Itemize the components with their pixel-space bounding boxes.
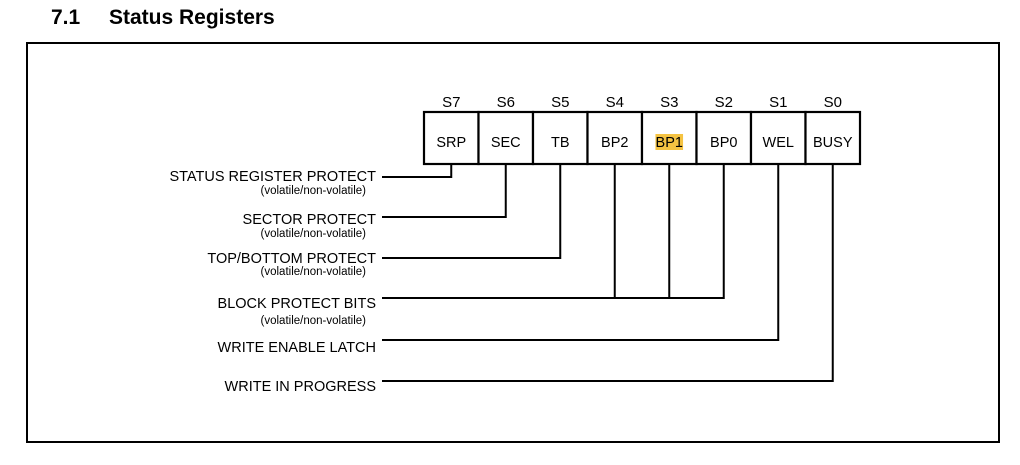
label-subtext: (volatile/non-volatile) — [261, 266, 367, 278]
label-write-in-progress: WRITE IN PROGRESS — [225, 379, 376, 395]
label-text: WRITE IN PROGRESS — [225, 379, 376, 395]
bit-number: S2 — [715, 94, 733, 111]
bit-number: S0 — [824, 94, 842, 111]
label-text: SECTOR PROTECT — [243, 212, 377, 228]
bit-number: S5 — [551, 94, 569, 111]
label-subtext: (volatile/non-volatile) — [261, 185, 367, 197]
connector-write-enable-latch — [382, 164, 780, 341]
label-block-protect-bits: BLOCK PROTECT BITS (volatile/non-volatile… — [218, 296, 376, 327]
connector-top-bottom-protect — [382, 164, 562, 259]
diagram-frame — [26, 42, 1000, 443]
bit-name: BP2 — [601, 135, 628, 151]
bit-number: S6 — [497, 94, 515, 111]
bit-number: S3 — [660, 94, 678, 111]
connector-lines — [382, 164, 834, 382]
section-heading: 7.1 Status Registers — [51, 6, 275, 30]
bit-name: TB — [551, 135, 570, 151]
connector-sector-protect — [382, 164, 507, 218]
label-write-enable-latch: WRITE ENABLE LATCH — [218, 340, 376, 356]
bit-number: S7 — [442, 94, 460, 111]
cell-box — [695, 110, 753, 166]
label-text: WRITE ENABLE LATCH — [218, 340, 376, 356]
label-text: BLOCK PROTECT BITS — [218, 296, 376, 312]
bit-name: WEL — [763, 135, 794, 151]
bit-number: S1 — [769, 94, 787, 111]
bit-name: BP1 — [656, 135, 683, 151]
bit-name: BUSY — [813, 135, 853, 151]
label-subtext: (volatile/non-volatile) — [261, 228, 367, 240]
label-status-register-protect: STATUS REGISTER PROTECT(volatile/non-vol… — [169, 169, 376, 197]
label-text: STATUS REGISTER PROTECT — [169, 169, 376, 185]
bit-name: SEC — [491, 135, 521, 151]
bit-name: BP0 — [710, 135, 737, 151]
cell-box — [422, 110, 480, 166]
bit-highlight — [655, 134, 684, 150]
label-sector-protect: SECTOR PROTECT(volatile/non-volatile) — [243, 212, 377, 240]
bit-name: SRP — [436, 135, 466, 151]
section-title: Status Registers — [109, 6, 275, 29]
bit-number: S4 — [606, 94, 624, 111]
connector-write-in-progress — [382, 164, 834, 382]
connector-status-register-protect — [382, 164, 453, 178]
label-subtext: (volatile/non-volatile) — [261, 315, 367, 327]
label-top-bottom-protect: TOP/BOTTOM PROTECT(volatile/non-volatile… — [207, 251, 376, 278]
label-text: TOP/BOTTOM PROTECT — [207, 251, 376, 267]
connector-block-protect-bits — [382, 164, 725, 299]
field-labels: STATUS REGISTER PROTECT(volatile/non-vol… — [169, 169, 376, 395]
section-number: 7.1 — [51, 6, 81, 29]
